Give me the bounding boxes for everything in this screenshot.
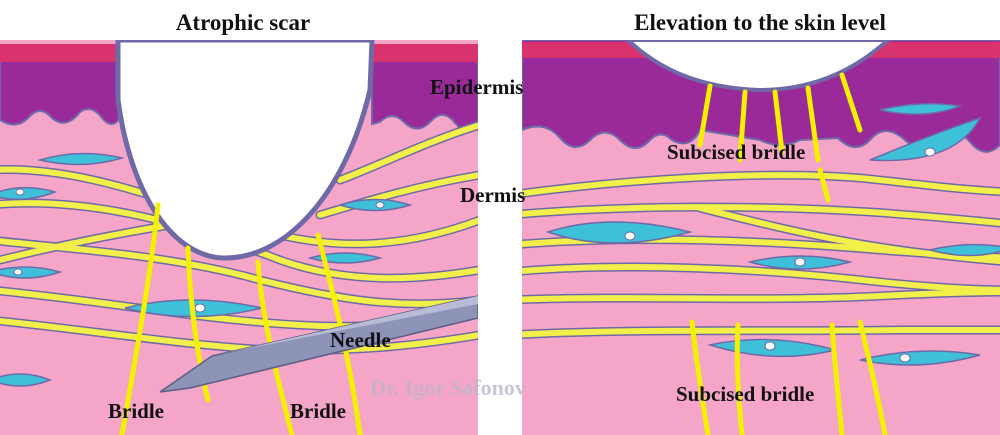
- left-panel: [0, 40, 478, 435]
- needle-label: Needle: [330, 328, 391, 352]
- left-title: Atrophic scar: [176, 10, 310, 35]
- left-epidermis-top-right: [372, 44, 478, 62]
- subcised-bridle-label-bottom: Subcised bridle: [676, 382, 814, 406]
- watermark: Dr. Igor Safonov: [370, 375, 526, 400]
- right-cell-nuclei: [624, 147, 936, 363]
- subcised-bridle-label-top: Subcised bridle: [667, 140, 805, 164]
- dermis-label: Dermis: [460, 183, 525, 207]
- elevated-scar: [625, 40, 892, 93]
- right-title: Elevation to the skin level: [634, 10, 886, 35]
- epidermis-label: Epidermis: [430, 75, 523, 99]
- right-subcised-bridles-bottom: [689, 319, 888, 435]
- bridle-label-right: Bridle: [290, 399, 346, 423]
- bridle-label-left: Bridle: [108, 399, 164, 423]
- scar-crater: [115, 40, 375, 261]
- right-panel: [522, 40, 1000, 435]
- needle: [159, 295, 478, 393]
- right-subcised-bridles-top: [697, 72, 863, 203]
- right-cells: [545, 103, 1000, 366]
- left-cell-nuclei: [13, 188, 385, 313]
- left-epidermis-top: [0, 44, 120, 62]
- left-epidermis: [0, 47, 121, 126]
